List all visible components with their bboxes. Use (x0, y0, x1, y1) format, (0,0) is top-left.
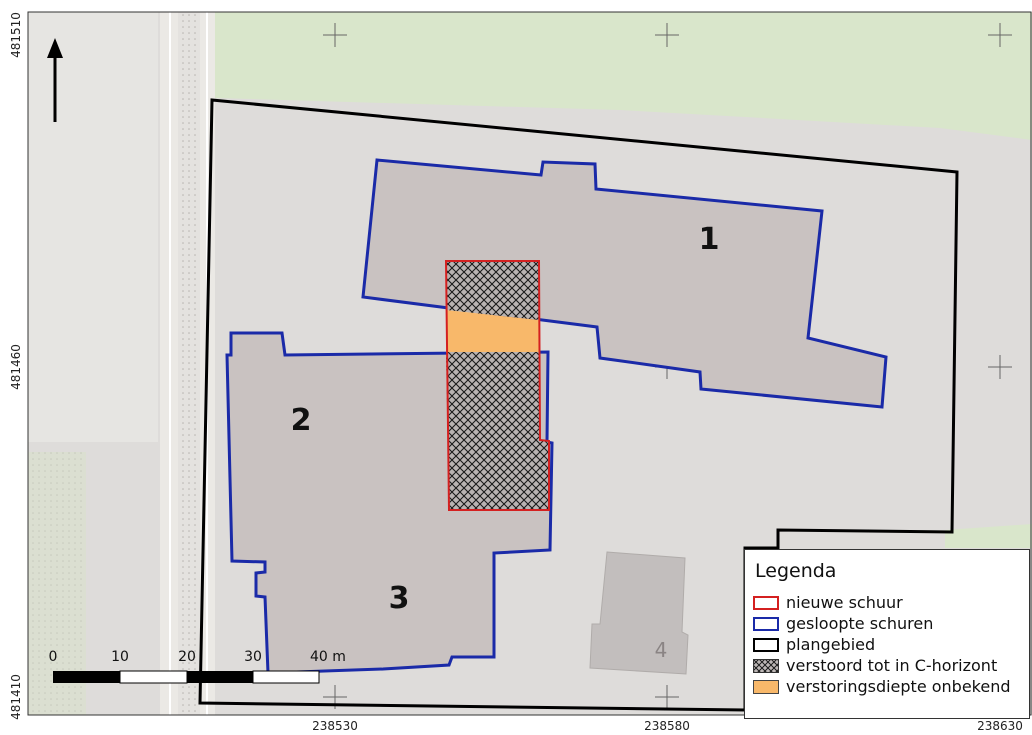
legend-label: verstoord tot in C-horizont (786, 656, 998, 675)
map-frame (27, 11, 1032, 716)
legend-swatch-crosshatch (753, 658, 779, 673)
legend-swatch-unknown-depth (753, 679, 779, 694)
unknown-depth-area (446, 310, 540, 352)
legend: Legenda nieuwe schuur gesloopte schuren … (744, 549, 1030, 719)
legend-title: Legenda (755, 560, 837, 582)
y-coord-middle: 481460 (9, 344, 23, 390)
y-coord-bottom: 481410 (9, 674, 23, 720)
legend-label: plangebied (786, 635, 876, 654)
legend-item-demolished-barns: gesloopte schuren (753, 613, 1021, 634)
x-coord-left: 238530 (312, 719, 358, 733)
scale-tick-10: 10 (111, 649, 129, 665)
legend-swatch-new-barn (753, 595, 779, 610)
field-west (28, 12, 158, 442)
scalebar: 0 10 20 30 40 m (49, 649, 346, 684)
new-barn-outline (444, 260, 550, 511)
legend-label: gesloopte schuren (786, 614, 934, 633)
legend-item-plan-area: plangebied (753, 634, 1021, 655)
scale-tick-40: 40 m (310, 649, 346, 665)
demolished-barn-1 (361, 158, 888, 409)
legend-label: verstoringsdiepte onbekend (786, 677, 1011, 696)
building-label-4: 4 (655, 638, 668, 662)
building-label-1: 1 (699, 222, 720, 257)
legend-swatch-plan-area (753, 637, 779, 652)
disturbed-area-north (446, 261, 539, 320)
disturbed-area-south (446, 352, 549, 510)
legend-item-unknown-depth: verstoringsdiepte onbekend (753, 676, 1021, 697)
x-coord-middle: 238580 (644, 719, 690, 733)
north-arrow-icon (47, 38, 63, 122)
scale-tick-20: 20 (178, 649, 196, 665)
legend-label: nieuwe schuur (786, 593, 903, 612)
legend-item-disturbed: verstoord tot in C-horizont (753, 655, 1021, 676)
field-north (215, 12, 1032, 140)
y-coord-top: 481510 (9, 12, 23, 58)
building-label-2: 2 (291, 403, 312, 438)
legend-item-new-barn: nieuwe schuur (753, 592, 1021, 613)
x-coord-right: 238630 (977, 719, 1023, 733)
building-label-3: 3 (389, 581, 410, 616)
scale-tick-30: 30 (244, 649, 262, 665)
building-4 (589, 551, 689, 675)
scale-tick-0: 0 (49, 649, 58, 665)
legend-swatch-demolished (753, 616, 779, 631)
plan-area-outline (198, 98, 959, 712)
